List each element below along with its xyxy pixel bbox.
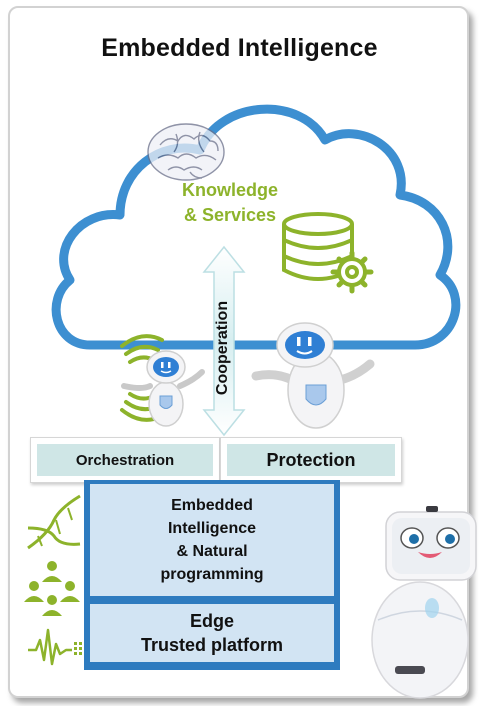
embedded-line3: & Natural — [176, 543, 248, 560]
protection-box: Protection — [220, 437, 402, 483]
embedded-intelligence-box: Embedded Intelligence & Natural programm… — [90, 484, 334, 596]
dna-icon — [27, 494, 81, 550]
edge-line2: Trusted platform — [140, 635, 283, 655]
people-network-icon — [24, 561, 80, 616]
orchestration-label: Orchestration — [37, 444, 213, 476]
robot-icon — [121, 350, 205, 427]
embedded-line2: Intelligence — [167, 520, 257, 537]
platform-stack: Embedded Intelligence & Natural programm… — [84, 480, 340, 670]
knowledge-label-line1: Knowledge — [181, 180, 278, 200]
cooperation-arrow — [202, 245, 246, 437]
edge-platform-box: Edge Trusted platform — [90, 604, 334, 662]
edge-line1: Edge — [189, 611, 234, 631]
buddy-robot-icon — [371, 506, 477, 699]
robot-icon — [251, 322, 375, 429]
knowledge-label-line2: & Services — [183, 205, 277, 225]
database-gear-icon — [282, 212, 374, 294]
embedded-line1: Embedded — [171, 497, 253, 514]
brain-icon — [147, 123, 225, 181]
diagram-title: Embedded Intelligence — [101, 34, 378, 62]
cooperation-label: Cooperation — [214, 300, 231, 396]
knowledge-services-label: Knowledge & Services — [150, 178, 310, 228]
embedded-line4: programming — [160, 566, 264, 583]
waveform-icon — [28, 628, 82, 666]
protection-label: Protection — [227, 444, 395, 476]
orchestration-box: Orchestration — [30, 437, 220, 483]
